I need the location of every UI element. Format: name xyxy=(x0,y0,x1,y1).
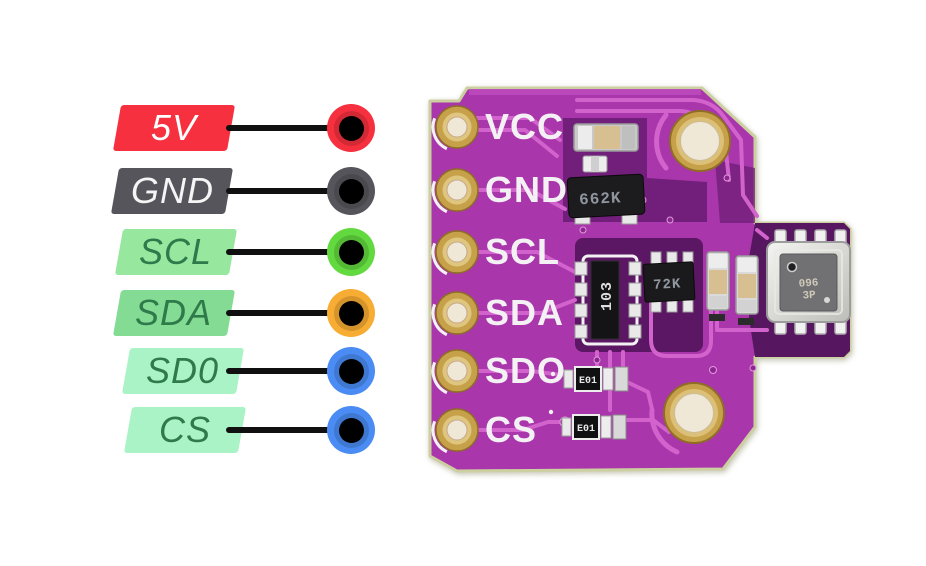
banana-socket-icon-cs xyxy=(327,406,375,454)
pin-label-sda: SDA xyxy=(112,290,236,336)
pin-label-text: SCL xyxy=(139,231,213,272)
resistor-marking-2: E01 xyxy=(577,424,595,435)
sensor-marking-line1: 096 xyxy=(798,277,819,290)
resistor-array-103: 103 xyxy=(574,254,642,346)
resistor-e01-2: E01 xyxy=(561,414,627,440)
banana-socket-icon-5v xyxy=(327,104,375,152)
pin-label-text: SDA xyxy=(135,292,213,333)
pin-label-gnd: GND xyxy=(110,168,234,214)
sensor-corner-dot xyxy=(824,297,830,303)
resistor-e01-1: E01 xyxy=(563,366,629,392)
sensor-pin1-dot xyxy=(786,261,798,273)
pcb-label-gnd: GND xyxy=(485,169,568,210)
banana-socket-icon-sd0 xyxy=(327,347,375,395)
ic-marking: 72K xyxy=(653,276,682,293)
pcb-pads xyxy=(431,101,483,456)
pad-sdo xyxy=(431,345,483,397)
wire-scl xyxy=(226,249,348,255)
pcb-label-scl: SCL xyxy=(485,231,560,272)
pcb-label-sda: SDA xyxy=(485,292,564,333)
pad-scl xyxy=(431,226,483,278)
banana-socket-icon-sda xyxy=(327,289,375,337)
wire-gnd xyxy=(226,188,348,194)
pad-sda xyxy=(431,287,483,339)
resistor-array-marking: 103 xyxy=(599,281,616,311)
pin-label-text: SD0 xyxy=(146,350,220,391)
pad-cs xyxy=(431,404,483,456)
pad-gnd xyxy=(431,164,483,216)
pad-vcc xyxy=(431,101,483,153)
pin-label-5v: 5V xyxy=(112,105,236,151)
pcb-label-vcc: VCC xyxy=(485,106,564,147)
capacitor-top xyxy=(573,123,639,152)
banana-socket-icon-scl xyxy=(327,228,375,276)
pcb-label-cs: CS xyxy=(485,409,537,450)
wire-sd0 xyxy=(226,368,348,374)
sensor-bme680: 096 3P xyxy=(766,229,851,335)
mounting-hole-bottom xyxy=(663,382,725,444)
regulator-662k: 662K xyxy=(566,155,646,225)
silk-dots xyxy=(548,371,556,415)
sensor-marking-line2: 3P xyxy=(802,290,816,303)
resistor-marking-1: E01 xyxy=(579,376,597,387)
pin-label-text: CS xyxy=(158,409,211,450)
sensor-breakout-board: VCC GND SCL SDA SDO CS 662K xyxy=(428,86,852,473)
regulator-marking: 662K xyxy=(579,189,622,209)
pin-label-text: GND xyxy=(130,170,214,211)
banana-socket-icon-gnd xyxy=(327,167,375,215)
wire-sda xyxy=(226,310,348,316)
capacitor-pair xyxy=(706,251,759,325)
wire-cs xyxy=(226,427,348,433)
pcb-silkscreen-labels: VCC GND SCL SDA SDO CS xyxy=(485,106,568,450)
ic-72k: 72K xyxy=(642,251,696,313)
mounting-hole-top xyxy=(669,110,731,172)
pcb-label-sdo: SDO xyxy=(485,350,566,391)
wire-5v xyxy=(226,125,348,131)
pin-label-text: 5V xyxy=(150,107,198,148)
pin-label-scl: SCL xyxy=(114,229,238,275)
